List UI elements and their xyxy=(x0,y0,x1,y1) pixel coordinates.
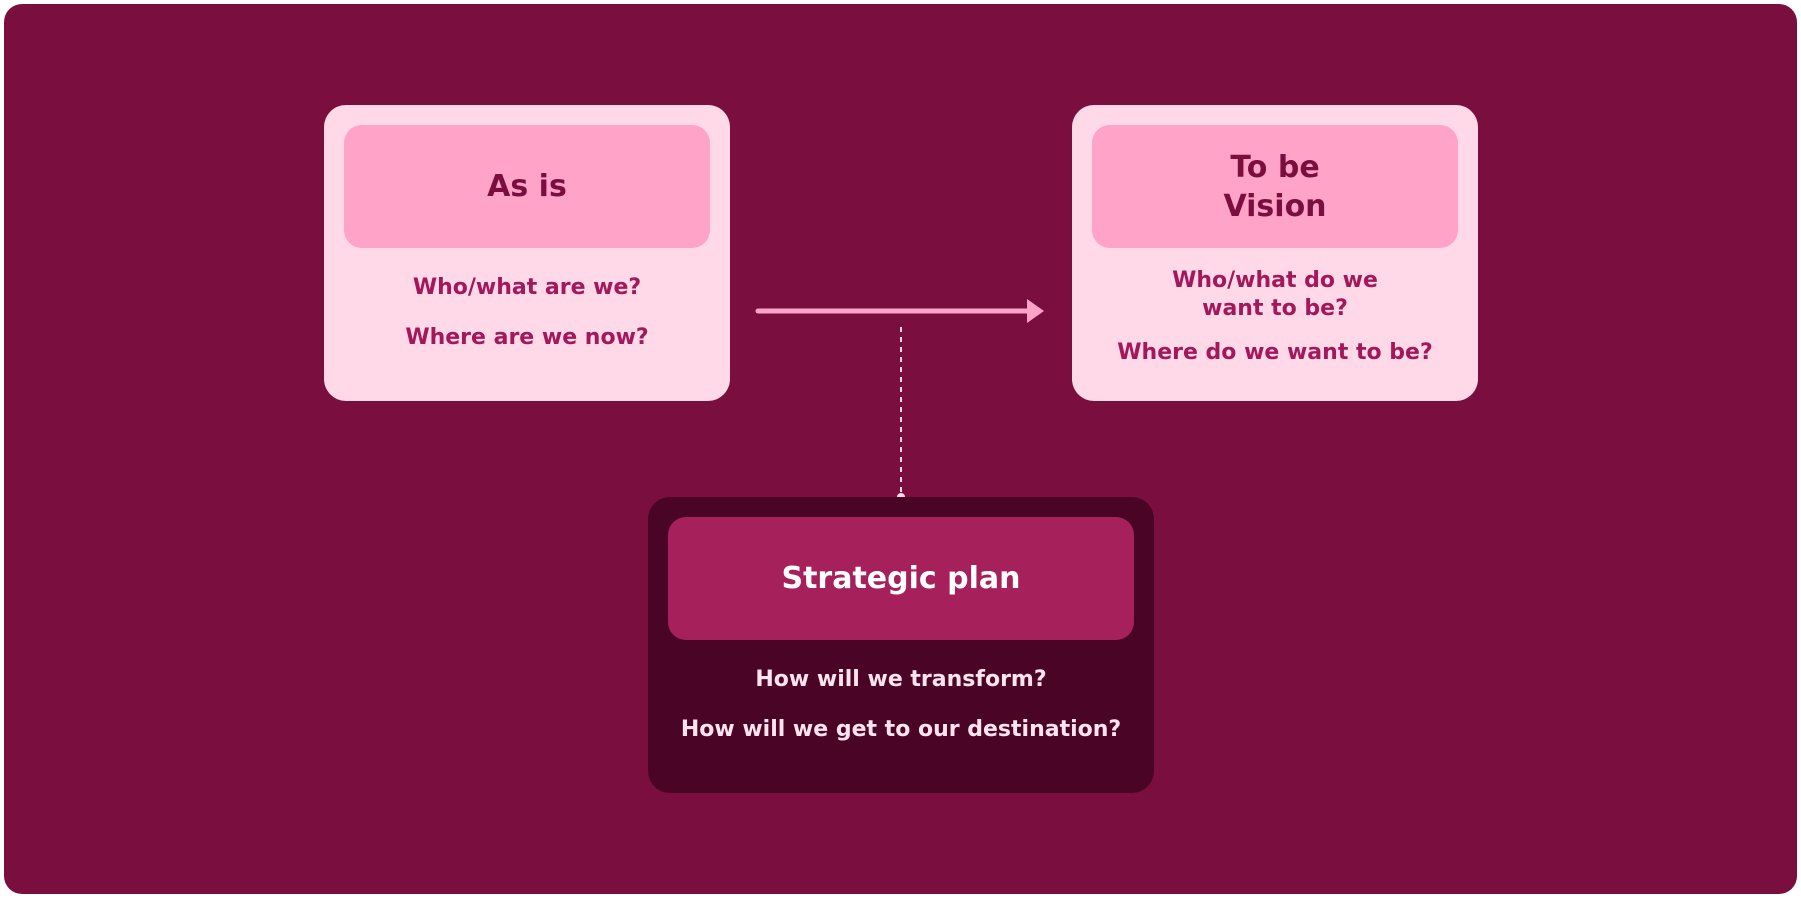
as-is-title: As is xyxy=(344,125,710,248)
to-be-question-1: Who/what do we want to be? xyxy=(1172,268,1378,321)
strategic-plan-question-2: How will we get to our destination? xyxy=(680,717,1122,742)
to-be-card: To be Vision Who/what do we want to be? … xyxy=(1072,105,1478,401)
strategic-plan-question-1: How will we transform? xyxy=(755,667,1047,692)
strategic-plan-card: Strategic plan How will we transform? Ho… xyxy=(648,497,1154,793)
as-is-question-2: Where are we now? xyxy=(405,325,649,350)
to-be-title: To be Vision xyxy=(1092,125,1458,248)
strategic-plan-title: Strategic plan xyxy=(668,517,1134,640)
as-is-card: As is Who/what are we? Where are we now? xyxy=(324,105,730,401)
to-be-question-2: Where do we want to be? xyxy=(1117,340,1433,365)
as-is-question-1: Who/what are we? xyxy=(412,275,642,300)
